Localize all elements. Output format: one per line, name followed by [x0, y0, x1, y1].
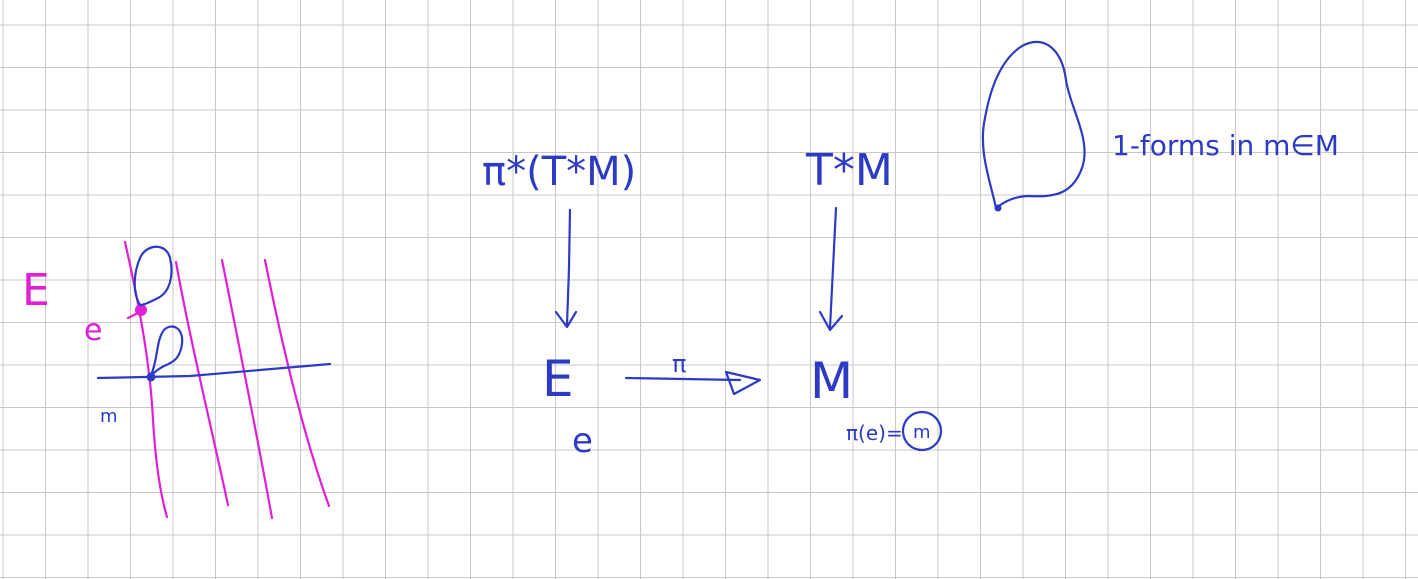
base-point-label: m	[100, 406, 118, 427]
element-label: e	[572, 421, 593, 461]
projection-value-label: m	[913, 422, 931, 443]
projection-label: π	[672, 350, 686, 378]
base-line	[96, 362, 332, 380]
pullback-arrowhead	[554, 310, 578, 329]
bundle-label: E	[22, 265, 50, 316]
fiber-line-1	[123, 240, 169, 519]
projection-value-circle	[901, 410, 943, 452]
projection-arrow-shaft	[624, 376, 742, 382]
cotangent-arrow-shaft	[828, 206, 838, 330]
bundle-sketch: E e m	[22, 240, 332, 520]
pullback-label: π*(T*M)	[482, 149, 636, 195]
projection-eq-label: π(e)=	[846, 421, 903, 445]
projection-arrowhead	[724, 370, 762, 396]
fiber-point-tick	[126, 310, 142, 320]
forms-blob-dot	[994, 204, 1002, 212]
forms-blob	[981, 40, 1086, 210]
total-space-label: E	[542, 350, 574, 408]
pullback-arrow-shaft	[565, 208, 572, 327]
fiber-line-3	[220, 258, 274, 520]
cotangent-arrowhead	[818, 310, 844, 332]
fiber-line-2	[174, 260, 230, 507]
base-point-dot	[146, 372, 156, 382]
fiber-blob	[133, 245, 173, 307]
base-label: M	[810, 352, 853, 410]
base-blob	[149, 325, 184, 377]
fiber-line-4	[263, 258, 331, 508]
forms-label: 1-forms in m∈M	[1112, 129, 1339, 162]
cotangent-label: T*M	[805, 145, 893, 196]
bundle-diagram: π*(T*M) T*M E e π M π(e)= m	[482, 145, 943, 461]
forms-annotation: 1-forms in m∈M	[981, 40, 1339, 212]
fiber-point-label: e	[84, 313, 102, 348]
